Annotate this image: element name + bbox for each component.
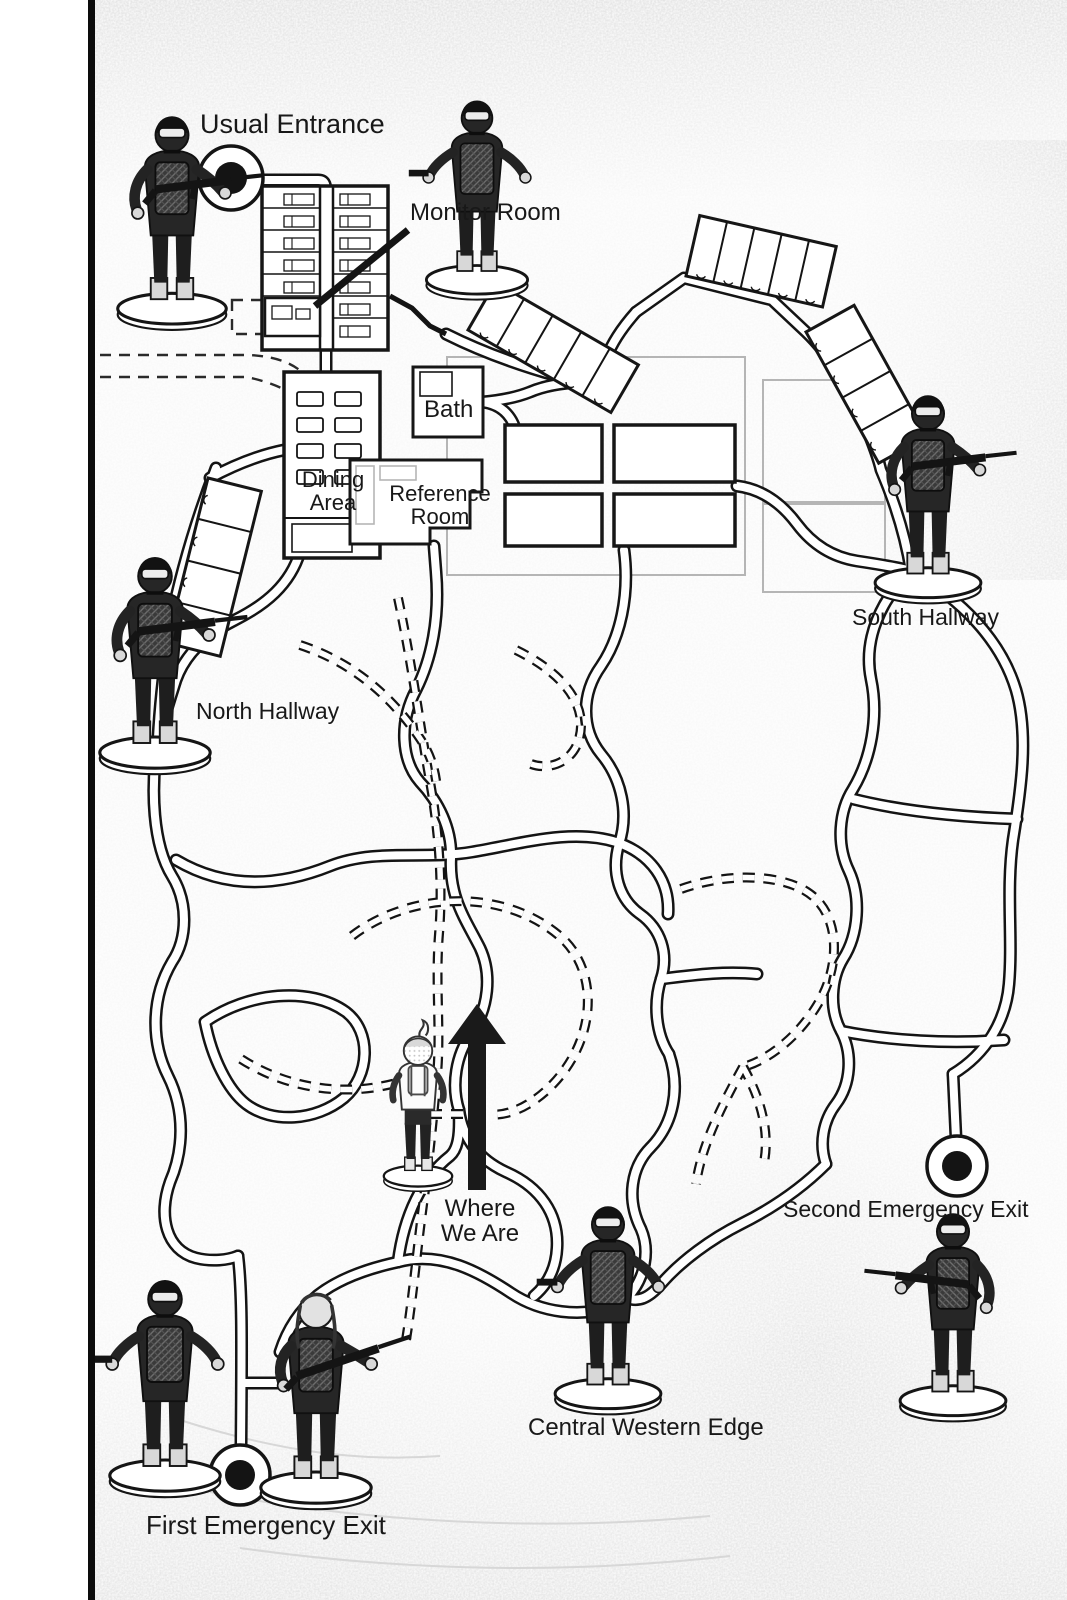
dormitory-building bbox=[260, 184, 390, 352]
monitor-room-pointer-line bbox=[312, 227, 411, 309]
label-first-emergency-exit: First Emergency Exit bbox=[146, 1510, 386, 1540]
label-monitor-room: Monitor Room bbox=[410, 199, 561, 226]
dashed-passages bbox=[238, 333, 839, 1341]
label-south-hallway: South Hallway bbox=[852, 604, 1000, 630]
cell-row-east bbox=[803, 303, 929, 466]
up-arrow-icon bbox=[448, 1004, 506, 1190]
label-dining-area: Dining Area bbox=[301, 467, 365, 516]
cell-row-north-top bbox=[684, 213, 839, 309]
wall-segment bbox=[388, 293, 448, 337]
bath-room bbox=[411, 365, 485, 439]
monitor-room bbox=[263, 296, 322, 338]
dining-tables bbox=[296, 391, 362, 485]
central-rooms bbox=[503, 423, 737, 548]
cell-row-center bbox=[465, 280, 641, 415]
label-usual-entrance: Usual Entrance bbox=[200, 109, 385, 139]
panel-border bbox=[88, 0, 95, 1600]
bunk-icons bbox=[283, 193, 371, 338]
label-reference-room: Reference Room bbox=[389, 481, 491, 530]
reference-room bbox=[348, 458, 484, 546]
label-north-hallway: North Hallway bbox=[196, 698, 340, 724]
label-central-western-edge: Central Western Edge bbox=[528, 1414, 764, 1441]
label-where-we-are: Where We Are bbox=[440, 1195, 520, 1248]
label-bath: Bath bbox=[424, 396, 474, 423]
label-second-emergency-exit: Second Emergency Exit bbox=[783, 1196, 1029, 1222]
first-emergency-exit-marker bbox=[208, 1443, 272, 1507]
paper-grain-texture bbox=[88, 0, 1067, 1600]
second-emergency-exit-marker bbox=[925, 1134, 989, 1198]
page-margin bbox=[0, 0, 88, 1600]
